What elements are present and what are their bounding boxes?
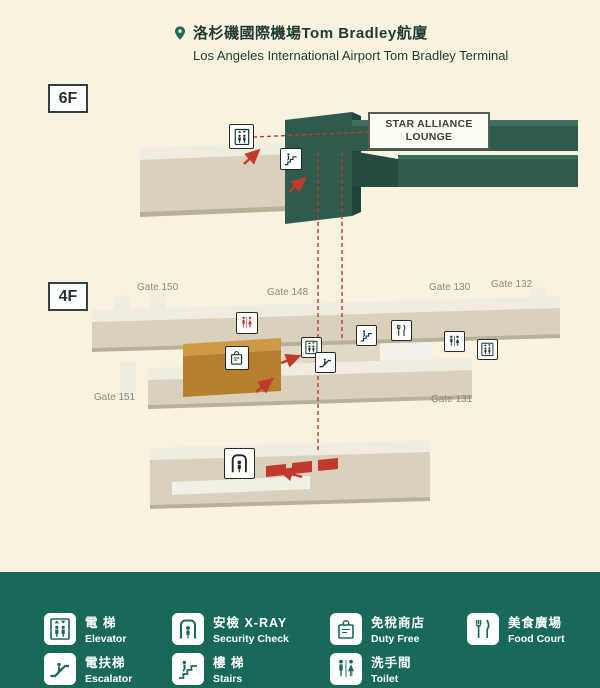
legend-label-zh: 電扶梯 bbox=[85, 656, 126, 670]
map-marker-stairs-6f bbox=[280, 148, 302, 170]
legend-item-security-check: 安檢 X-RAY Security Check bbox=[172, 612, 289, 645]
star-alliance-lounge-label: STAR ALLIANCE LOUNGE bbox=[368, 112, 490, 150]
security-check-icon bbox=[172, 612, 204, 645]
legend-label-en: Stairs bbox=[213, 673, 243, 685]
escalator-icon bbox=[44, 652, 76, 685]
stairs-icon bbox=[172, 652, 204, 685]
legend-label-zh: 樓 梯 bbox=[213, 656, 245, 670]
gate-label-131: Gate 131 bbox=[431, 394, 473, 405]
legend-label-zh: 免稅商店 bbox=[371, 616, 426, 630]
legend-label-zh: 安檢 X-RAY bbox=[213, 616, 288, 630]
legend-label-en: Toilet bbox=[371, 673, 399, 685]
toilet-icon bbox=[447, 334, 462, 349]
food-court-icon bbox=[467, 612, 499, 645]
legend-label-en: Elevator bbox=[85, 633, 127, 645]
stairs-icon bbox=[283, 151, 299, 167]
map-marker-food-court-4f bbox=[391, 320, 412, 341]
legend-label-en: Food Court bbox=[508, 633, 565, 645]
title-zh: 洛杉磯國際機場Tom Bradley航廈 bbox=[193, 25, 428, 42]
terminal-map-graphic bbox=[92, 112, 578, 509]
gate-label-130: Gate 130 bbox=[429, 282, 471, 293]
legend-label-en: Security Check bbox=[213, 633, 289, 645]
toilet-icon bbox=[239, 315, 255, 331]
legend-item-elevator: 電 梯 Elevator bbox=[44, 612, 126, 645]
map-marker-toilet-4f-right bbox=[444, 331, 465, 352]
elevator-icon bbox=[233, 128, 251, 146]
legend-label-zh: 電 梯 bbox=[85, 616, 117, 630]
duty-free-icon bbox=[330, 612, 362, 645]
legend-item-escalator: 電扶梯 Escalator bbox=[44, 652, 132, 685]
security-check-icon bbox=[228, 452, 251, 475]
stairs-icon bbox=[359, 328, 374, 343]
gate-label-148: Gate 148 bbox=[267, 287, 309, 298]
legend-item-toilet: 洗手間 Toilet bbox=[330, 652, 412, 685]
map-marker-elevator-6f bbox=[229, 124, 254, 149]
map-marker-stairs-4f bbox=[356, 325, 377, 346]
gate-label-151: Gate 151 bbox=[94, 392, 136, 403]
map-marker-security-check bbox=[224, 448, 255, 479]
map-marker-elevator-4f-right bbox=[477, 339, 498, 360]
page-title: 洛杉磯國際機場Tom Bradley航廈 Los Angeles Interna… bbox=[172, 22, 508, 63]
gate-label-150: Gate 150 bbox=[137, 282, 179, 293]
route-dashed-lines bbox=[252, 131, 369, 450]
escalator-icon bbox=[318, 355, 333, 370]
legend-item-food-court: 美食廣場 Food Court bbox=[467, 612, 565, 645]
floor-6f-shapes bbox=[140, 112, 578, 224]
map-marker-escalator-4f bbox=[315, 352, 336, 373]
route-arrows bbox=[243, 148, 307, 481]
floor-label-4f: 4F bbox=[48, 282, 88, 311]
duty-free-icon bbox=[228, 349, 245, 366]
food-court-icon bbox=[394, 323, 409, 338]
floor-label-6f: 6F bbox=[48, 84, 88, 113]
floor-4f-shapes bbox=[92, 287, 560, 409]
map-marker-duty-free-4f bbox=[225, 346, 249, 370]
toilet-icon bbox=[330, 652, 362, 685]
elevator-icon bbox=[44, 612, 76, 645]
legend-label-en: Escalator bbox=[85, 673, 133, 685]
elevator-icon bbox=[480, 342, 495, 357]
gate-label-132: Gate 132 bbox=[491, 279, 533, 290]
legend-label-zh: 美食廣場 bbox=[508, 616, 563, 630]
legend-item-stairs: 樓 梯 Stairs bbox=[172, 652, 244, 685]
location-pin-icon bbox=[172, 25, 188, 41]
legend-footer: 電 梯 Elevator 安檢 X-RAY Security Check 免稅商… bbox=[0, 572, 600, 688]
title-en: Los Angeles International Airport Tom Br… bbox=[193, 48, 509, 63]
map-marker-toilet-4f-left bbox=[236, 312, 258, 334]
legend-label-zh: 洗手間 bbox=[371, 656, 412, 670]
legend-item-duty-free: 免稅商店 Duty Free bbox=[330, 612, 425, 645]
legend-label-en: Duty Free bbox=[371, 633, 420, 645]
